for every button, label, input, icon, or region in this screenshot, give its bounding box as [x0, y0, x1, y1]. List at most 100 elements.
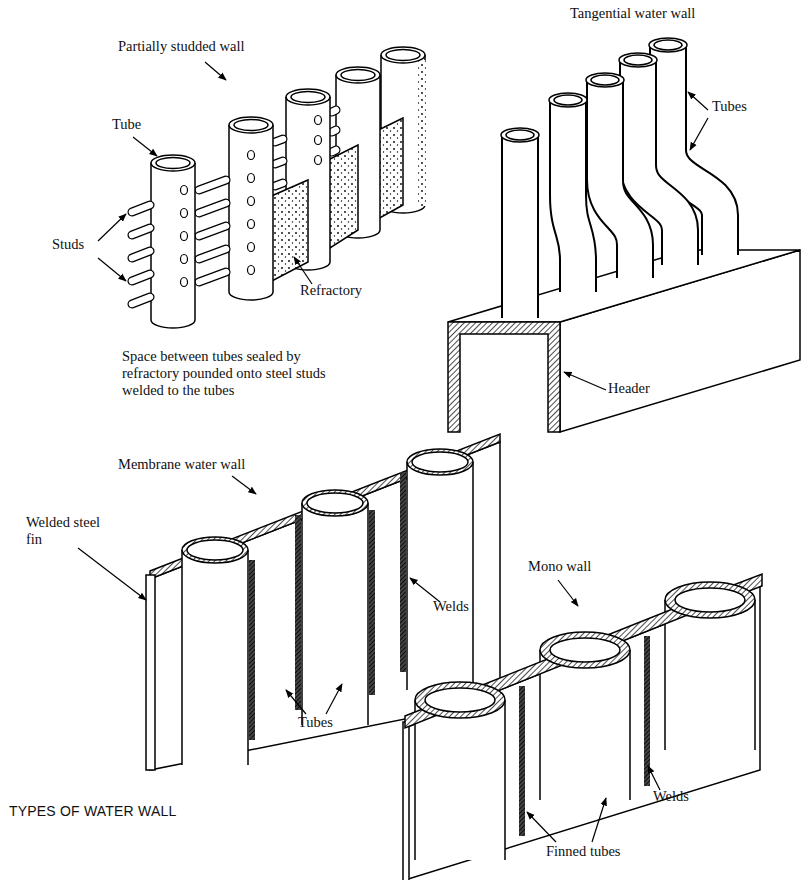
mono-wall	[644, 636, 650, 786]
leader-line	[648, 766, 660, 790]
membrane-wall	[307, 493, 363, 513]
studded-wall	[418, 60, 426, 206]
studded-wall	[181, 278, 188, 287]
mono-wall	[405, 586, 760, 880]
studded-wall	[381, 47, 425, 63]
membrane-wall	[302, 503, 368, 725]
part-label: Tubes	[712, 98, 747, 115]
studded-wall	[229, 125, 273, 300]
tangential-wall	[568, 100, 578, 292]
studded-wall	[336, 67, 380, 83]
part-label: Partially studded wall	[118, 38, 244, 55]
membrane-wall	[301, 503, 303, 725]
studded-wall	[151, 155, 195, 171]
leader-line	[592, 798, 606, 842]
tangential-wall	[448, 322, 560, 432]
studded-wall	[234, 120, 268, 131]
studded-wall	[248, 243, 255, 252]
mono-wall	[540, 632, 630, 668]
mono-wall	[415, 700, 505, 860]
part-label: Welds	[433, 598, 469, 615]
part-label: Header	[608, 380, 650, 397]
membrane-wall	[181, 550, 183, 765]
membrane-wall	[182, 537, 248, 563]
studded-wall	[248, 174, 255, 183]
tangential-wall	[605, 80, 635, 278]
part-label: Mono wall	[528, 558, 591, 575]
studded-wall	[199, 180, 226, 282]
studded-wall	[229, 117, 273, 133]
tangential-wall	[586, 73, 624, 87]
part-label: Welded steel fin	[26, 514, 118, 548]
mono-wall	[504, 700, 506, 860]
part-label: Membrane water wall	[118, 456, 245, 473]
tangential-wall	[568, 100, 578, 292]
part-label: Tangential water wall	[570, 5, 695, 22]
part-label: Tube	[112, 116, 141, 133]
membrane-wall	[247, 550, 249, 765]
studded-wall	[181, 255, 188, 264]
studded-wall	[248, 220, 255, 229]
leader-line	[98, 258, 126, 281]
part-label: Welds	[653, 788, 689, 805]
studded-wall	[132, 205, 150, 304]
leader-line	[527, 812, 556, 842]
membrane-wall	[187, 540, 243, 560]
studded-wall	[181, 209, 188, 218]
mono-wall	[403, 722, 409, 880]
membrane-wall	[407, 462, 473, 690]
tangential-wall	[448, 38, 800, 432]
mono-wall	[675, 588, 745, 612]
studded-wall	[332, 110, 336, 152]
tangential-wall	[501, 135, 539, 318]
leader-line	[98, 214, 126, 241]
studded-wall	[248, 151, 255, 275]
tangential-wall	[619, 53, 657, 67]
tangential-wall	[654, 40, 682, 50]
tangential-wall	[503, 135, 537, 318]
studded-wall	[181, 186, 188, 287]
leader-line	[326, 684, 342, 714]
leader-line	[205, 62, 226, 80]
leader-line	[78, 548, 146, 600]
leader-line	[78, 62, 708, 842]
leader-line	[564, 372, 606, 390]
leader-line	[286, 690, 306, 714]
part-label: Finned tubes	[546, 843, 621, 860]
membrane-wall	[249, 560, 255, 740]
mono-wall	[754, 600, 756, 750]
figure-caption: TYPES OF WATER WALL	[9, 803, 176, 819]
studded-wall	[132, 47, 426, 328]
mono-wall	[425, 688, 495, 712]
tangential-wall	[624, 55, 652, 65]
leader-line	[232, 476, 256, 494]
membrane-wall	[412, 452, 468, 472]
studded-wall	[315, 116, 322, 165]
studded-wall	[151, 163, 195, 328]
mono-wall	[519, 686, 525, 836]
studded-wall	[291, 92, 325, 103]
membrane-wall	[295, 515, 301, 710]
studded-wall	[132, 205, 150, 304]
membrane-wall	[302, 490, 368, 516]
mono-wall	[629, 650, 631, 800]
leader-line	[690, 118, 708, 150]
leader-line	[133, 137, 157, 156]
note-text: Space between tubes sealed by refractory…	[122, 348, 340, 399]
studded-wall	[315, 156, 322, 165]
studded-wall	[275, 139, 283, 186]
tangential-wall	[506, 130, 534, 140]
tangential-wall	[549, 93, 587, 107]
studded-wall	[275, 139, 283, 186]
studded-wall	[248, 151, 255, 160]
leader-line	[558, 580, 578, 606]
mono-wall	[550, 638, 620, 662]
studded-wall	[315, 136, 322, 145]
part-label: Tubes	[298, 714, 333, 731]
studded-wall	[181, 186, 188, 195]
tangential-wall	[649, 38, 687, 52]
tangential-wall	[501, 128, 539, 142]
membrane-wall	[406, 462, 408, 690]
studded-wall	[332, 110, 336, 152]
